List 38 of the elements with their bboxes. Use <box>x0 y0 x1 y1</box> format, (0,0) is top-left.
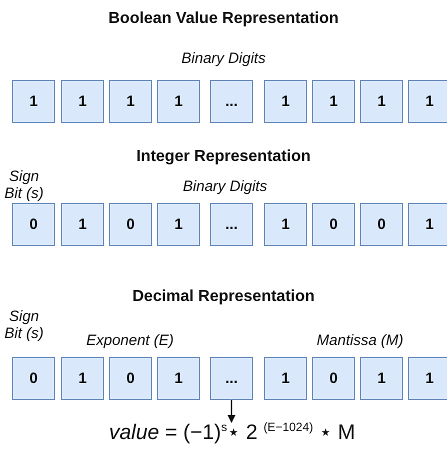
bit-box: 0 <box>12 203 55 246</box>
bit-box: 1 <box>360 80 403 123</box>
bit-box: 1 <box>12 80 55 123</box>
bit-box: 1 <box>109 80 152 123</box>
bit-box: 1 <box>157 357 200 400</box>
bit-box: 1 <box>61 80 104 123</box>
bit-box: 1 <box>61 203 104 246</box>
bit-box: ... <box>210 203 253 246</box>
bit-box: ... <box>210 80 253 123</box>
section-heading: Decimal Representation <box>131 288 316 306</box>
bit-box: 0 <box>109 203 152 246</box>
field-label: Sign Bit (s) <box>3 308 45 342</box>
bit-box: 0 <box>360 203 403 246</box>
bit-box: 0 <box>312 357 355 400</box>
field-label: Mantissa (M) <box>316 332 404 349</box>
formula: value = (−1)$^{s}$⋆ 2 $^{(E−1024)}$ ⋆ M <box>109 420 356 445</box>
bit-box: 1 <box>157 80 200 123</box>
section-heading: Integer Representation <box>135 148 312 166</box>
field-label: Binary Digits <box>182 178 268 195</box>
bit-box: ... <box>210 357 253 400</box>
bit-box: 1 <box>360 357 403 400</box>
bit-box: 1 <box>408 203 447 246</box>
field-label: Exponent (E) <box>85 332 175 349</box>
bit-box: 1 <box>264 357 307 400</box>
bit-box: 1 <box>408 80 447 123</box>
bit-box: 1 <box>312 80 355 123</box>
field-label: Sign Bit (s) <box>3 168 45 202</box>
bit-box: 0 <box>12 357 55 400</box>
bit-box: 1 <box>61 357 104 400</box>
bit-box: 1 <box>408 357 447 400</box>
bit-box: 0 <box>109 357 152 400</box>
bit-box: 1 <box>264 203 307 246</box>
bit-box: 1 <box>157 203 200 246</box>
field-label: Binary Digits <box>180 50 267 67</box>
section-heading: Boolean Value Representation <box>107 10 340 28</box>
arrow <box>228 400 236 423</box>
bit-box: 0 <box>312 203 355 246</box>
bit-box: 1 <box>264 80 307 123</box>
